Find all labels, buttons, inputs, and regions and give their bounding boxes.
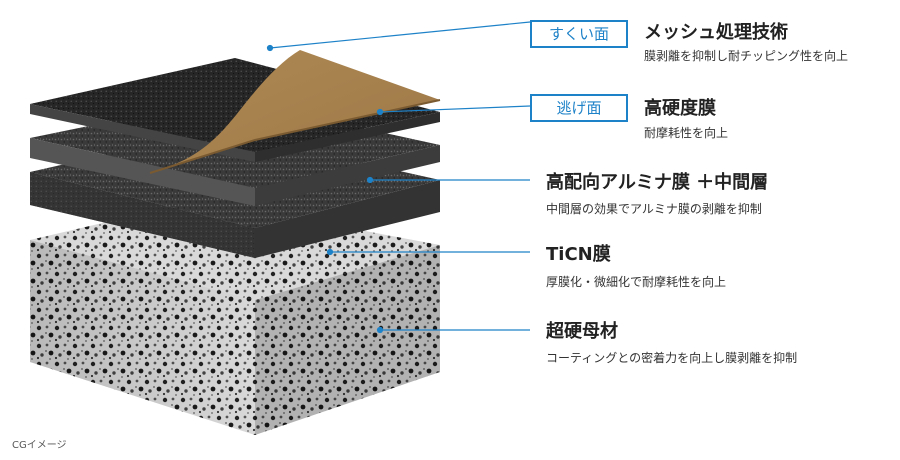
desc-high-hardness: 耐摩耗性を向上 bbox=[644, 126, 729, 140]
leader-dot-substrate bbox=[376, 326, 384, 334]
desc-mesh-treatment: 膜剥離を抑制し耐チッピング性を向上 bbox=[644, 49, 849, 63]
tag-rake-face: すくい面 bbox=[530, 20, 628, 48]
desc-alumina: 中間層の効果でアルミナ膜の剥離を抑制 bbox=[546, 202, 762, 216]
leader-dot-flank bbox=[376, 108, 384, 116]
leader-dot-ticn bbox=[326, 248, 334, 256]
cg-image-caption: CGイメージ bbox=[12, 440, 67, 451]
title-alumina: 高配向アルミナ膜 ＋中間層 bbox=[546, 172, 769, 193]
title-substrate: 超硬母材 bbox=[546, 321, 618, 342]
desc-substrate: コーティングとの密着力を向上し膜剥離を抑制 bbox=[546, 351, 798, 365]
leader-line-rake bbox=[269, 21, 531, 49]
tag-flank-face: 逃げ面 bbox=[530, 94, 628, 122]
top-coating-layer bbox=[30, 58, 440, 162]
rake-face-coating-sheet bbox=[150, 50, 440, 173]
title-high-hardness: 高硬度膜 bbox=[644, 98, 716, 119]
leader-dot-rake bbox=[266, 44, 274, 52]
leader-line-flank bbox=[379, 105, 531, 113]
leader-dot-alumina bbox=[366, 176, 374, 184]
desc-ticn: 厚膜化・微細化で耐摩耗性を向上 bbox=[546, 275, 727, 289]
title-mesh-treatment: メッシュ処理技術 bbox=[644, 22, 788, 43]
substrate-block bbox=[30, 200, 440, 435]
title-ticn: TiCN膜 bbox=[546, 244, 611, 265]
